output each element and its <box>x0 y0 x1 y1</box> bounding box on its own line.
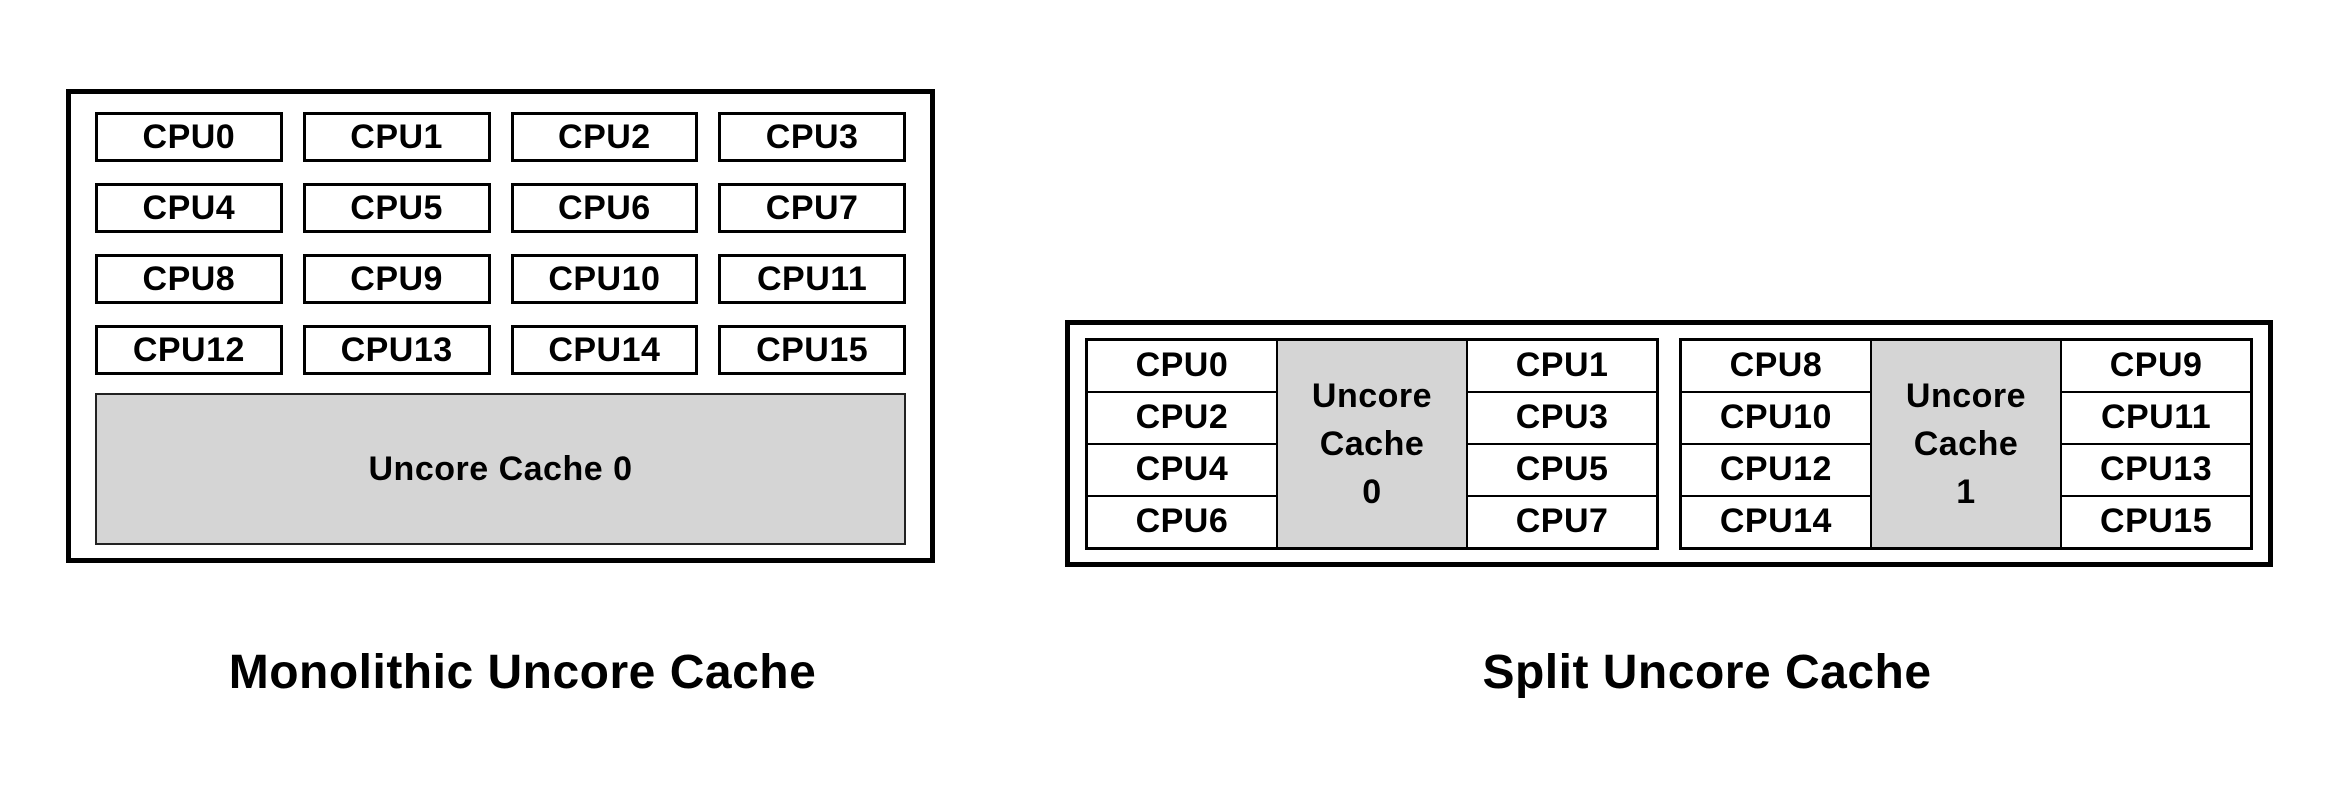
monolithic-cpu-grid: CPU0 CPU1 CPU2 CPU3 CPU4 CPU5 CPU6 CPU7 … <box>95 112 906 375</box>
cpu-box: CPU15 <box>718 325 906 375</box>
cluster-row: CPU10 CPU11 <box>1679 390 2253 445</box>
uncore-label-line: 0 <box>1362 472 1382 511</box>
cluster-row: CPU6 CPU7 <box>1085 494 1659 549</box>
monolithic-caption: Monolithic Uncore Cache <box>228 646 817 699</box>
cpu-box: CPU2 <box>510 112 699 162</box>
cpu-box: CPU3 <box>718 112 906 162</box>
cpu-cell: CPU1 <box>1466 338 1659 393</box>
uncore-cache-1-cell: Uncore Cache 1 <box>1869 338 2063 549</box>
cluster-row: CPU12 CPU13 <box>1679 442 2253 497</box>
cpu-box: CPU6 <box>510 183 699 233</box>
uncore-label-line: Uncore <box>1311 376 1433 415</box>
cpu-cell: CPU15 <box>2060 494 2253 549</box>
cpu-box: CPU13 <box>302 325 491 375</box>
cluster-row: CPU8 Uncore Cache 1 CPU9 <box>1679 338 2253 549</box>
cpu-cell: CPU10 <box>1679 390 1872 445</box>
cpu-box: CPU9 <box>302 254 491 304</box>
cpu-cell: CPU14 <box>1679 494 1872 549</box>
cpu-cell: CPU4 <box>1085 442 1278 497</box>
cpu-box: CPU0 <box>95 112 283 162</box>
cluster-row: CPU0 Uncore Cache 0 CPU1 <box>1085 338 1659 549</box>
cpu-cell: CPU11 <box>2060 390 2253 445</box>
split-cluster-0: CPU0 Uncore Cache 0 CPU1 CPU2 CPU3 CPU4 … <box>1085 337 1659 550</box>
cpu-cell: CPU6 <box>1085 494 1278 549</box>
uncore-cache-0-block: Uncore Cache 0 <box>95 393 906 545</box>
cluster-row: CPU2 CPU3 <box>1085 390 1659 445</box>
cpu-box: CPU5 <box>302 183 491 233</box>
cpu-cell: CPU9 <box>2060 338 2253 393</box>
cpu-box: CPU1 <box>302 112 491 162</box>
cpu-cell: CPU12 <box>1679 442 1872 497</box>
split-cluster-1: CPU8 Uncore Cache 1 CPU9 CPU10 CPU11 CPU… <box>1679 337 2253 550</box>
split-caption: Split Uncore Cache <box>1482 646 1932 699</box>
uncore-label-line: Cache <box>1319 424 1425 463</box>
uncore-cache-1-label: Uncore Cache 1 <box>1872 372 2060 516</box>
cpu-box: CPU14 <box>510 325 699 375</box>
cluster-row: CPU14 CPU15 <box>1679 494 2253 549</box>
cpu-cell: CPU5 <box>1466 442 1659 497</box>
cluster-row: CPU4 CPU5 <box>1085 442 1659 497</box>
monolithic-diagram: CPU0 CPU1 CPU2 CPU3 CPU4 CPU5 CPU6 CPU7 … <box>66 89 935 563</box>
cpu-cell: CPU7 <box>1466 494 1659 549</box>
cpu-box: CPU11 <box>718 254 906 304</box>
uncore-label-line: Cache <box>1913 424 2019 463</box>
uncore-cache-0-label: Uncore Cache 0 <box>1278 372 1466 516</box>
cpu-cell: CPU3 <box>1466 390 1659 445</box>
cpu-cell: CPU8 <box>1679 338 1872 393</box>
cpu-cell: CPU2 <box>1085 390 1278 445</box>
uncore-cache-0-cell: Uncore Cache 0 <box>1275 338 1469 549</box>
cpu-box: CPU12 <box>95 325 283 375</box>
cpu-box: CPU4 <box>95 183 283 233</box>
uncore-label-line: Uncore <box>1905 376 2027 415</box>
cpu-box: CPU10 <box>510 254 699 304</box>
split-diagram: CPU0 Uncore Cache 0 CPU1 CPU2 CPU3 CPU4 … <box>1065 320 2273 567</box>
cpu-box: CPU8 <box>95 254 283 304</box>
cpu-cell: CPU0 <box>1085 338 1278 393</box>
cpu-box: CPU7 <box>718 183 906 233</box>
cpu-cell: CPU13 <box>2060 442 2253 497</box>
uncore-label-line: 1 <box>1956 472 1976 511</box>
